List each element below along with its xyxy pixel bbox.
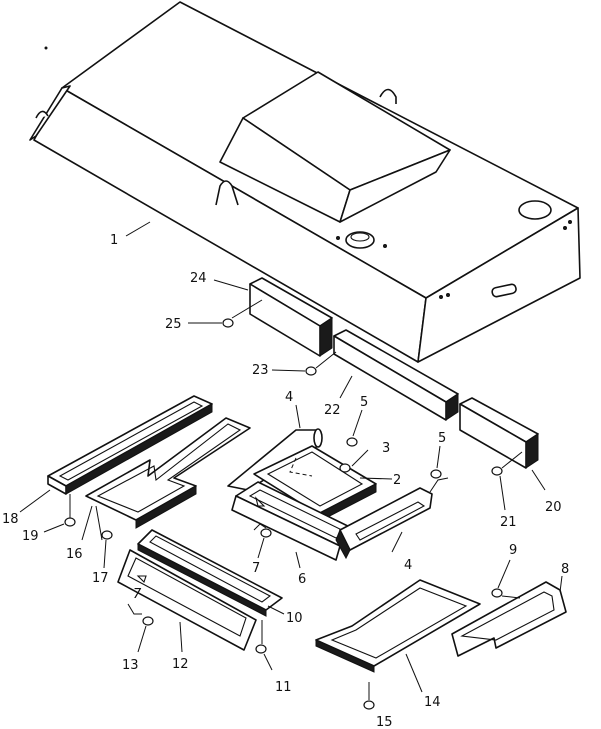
pad-18 [47, 395, 213, 495]
callout-7-b: 7 [133, 587, 142, 602]
pad-10 [137, 529, 283, 617]
callout-10: 10 [286, 611, 303, 626]
callout-2: 2 [393, 473, 401, 488]
washer-3 [339, 463, 351, 473]
callout-labels: 1 2 3 4 4 5 5 6 7 7 8 9 10 11 12 13 14 1… [2, 233, 569, 729]
pad-20 [459, 397, 539, 469]
callout-4-upper: 4 [285, 390, 293, 405]
pad-12 [117, 549, 257, 651]
washer-21 [491, 466, 503, 476]
callout-1: 1 [110, 233, 118, 248]
callout-11: 11 [275, 680, 292, 695]
washer-7a [260, 528, 272, 538]
callout-19: 19 [22, 529, 39, 544]
callout-18: 18 [2, 512, 19, 527]
washer-19 [64, 517, 76, 527]
callout-16: 16 [66, 547, 83, 562]
pad-8 [451, 581, 567, 657]
pad-24 [249, 277, 333, 357]
leader-lines [19, 221, 563, 700]
callout-17: 17 [92, 571, 109, 586]
callout-22: 22 [324, 403, 341, 418]
callout-4-lower: 4 [404, 558, 412, 573]
washer-9 [491, 588, 503, 598]
callout-3: 3 [382, 441, 390, 456]
pad-6 [231, 481, 361, 561]
callout-5-lower: 5 [438, 431, 446, 446]
washers [64, 318, 503, 710]
callout-6: 6 [298, 572, 306, 587]
pad-14 [315, 579, 481, 673]
callout-25: 25 [165, 317, 182, 332]
callout-21: 21 [500, 515, 517, 530]
washer-23 [305, 366, 317, 376]
washer-25 [222, 318, 234, 328]
washer-5b [430, 469, 442, 479]
pad-4-lower [335, 487, 433, 560]
washer-15 [363, 700, 375, 710]
callout-12: 12 [172, 657, 189, 672]
hood-cover [29, 1, 581, 363]
callout-9: 9 [509, 543, 517, 558]
callout-24: 24 [190, 271, 207, 286]
callout-13: 13 [122, 658, 139, 673]
pad-4-upper [227, 428, 323, 491]
pad-16 [85, 417, 251, 529]
washer-5a [346, 437, 358, 447]
callout-15: 15 [376, 715, 393, 729]
washer-13 [142, 616, 154, 626]
washer-17 [101, 530, 113, 540]
callout-8: 8 [561, 562, 569, 577]
callout-20: 20 [545, 500, 562, 515]
pad-22 [333, 329, 459, 421]
callout-7-a: 7 [252, 561, 260, 576]
callout-23: 23 [252, 363, 269, 378]
callout-14: 14 [424, 695, 441, 710]
callout-5-upper: 5 [360, 395, 368, 410]
washer-11 [255, 644, 267, 654]
pad-2 [253, 445, 377, 523]
